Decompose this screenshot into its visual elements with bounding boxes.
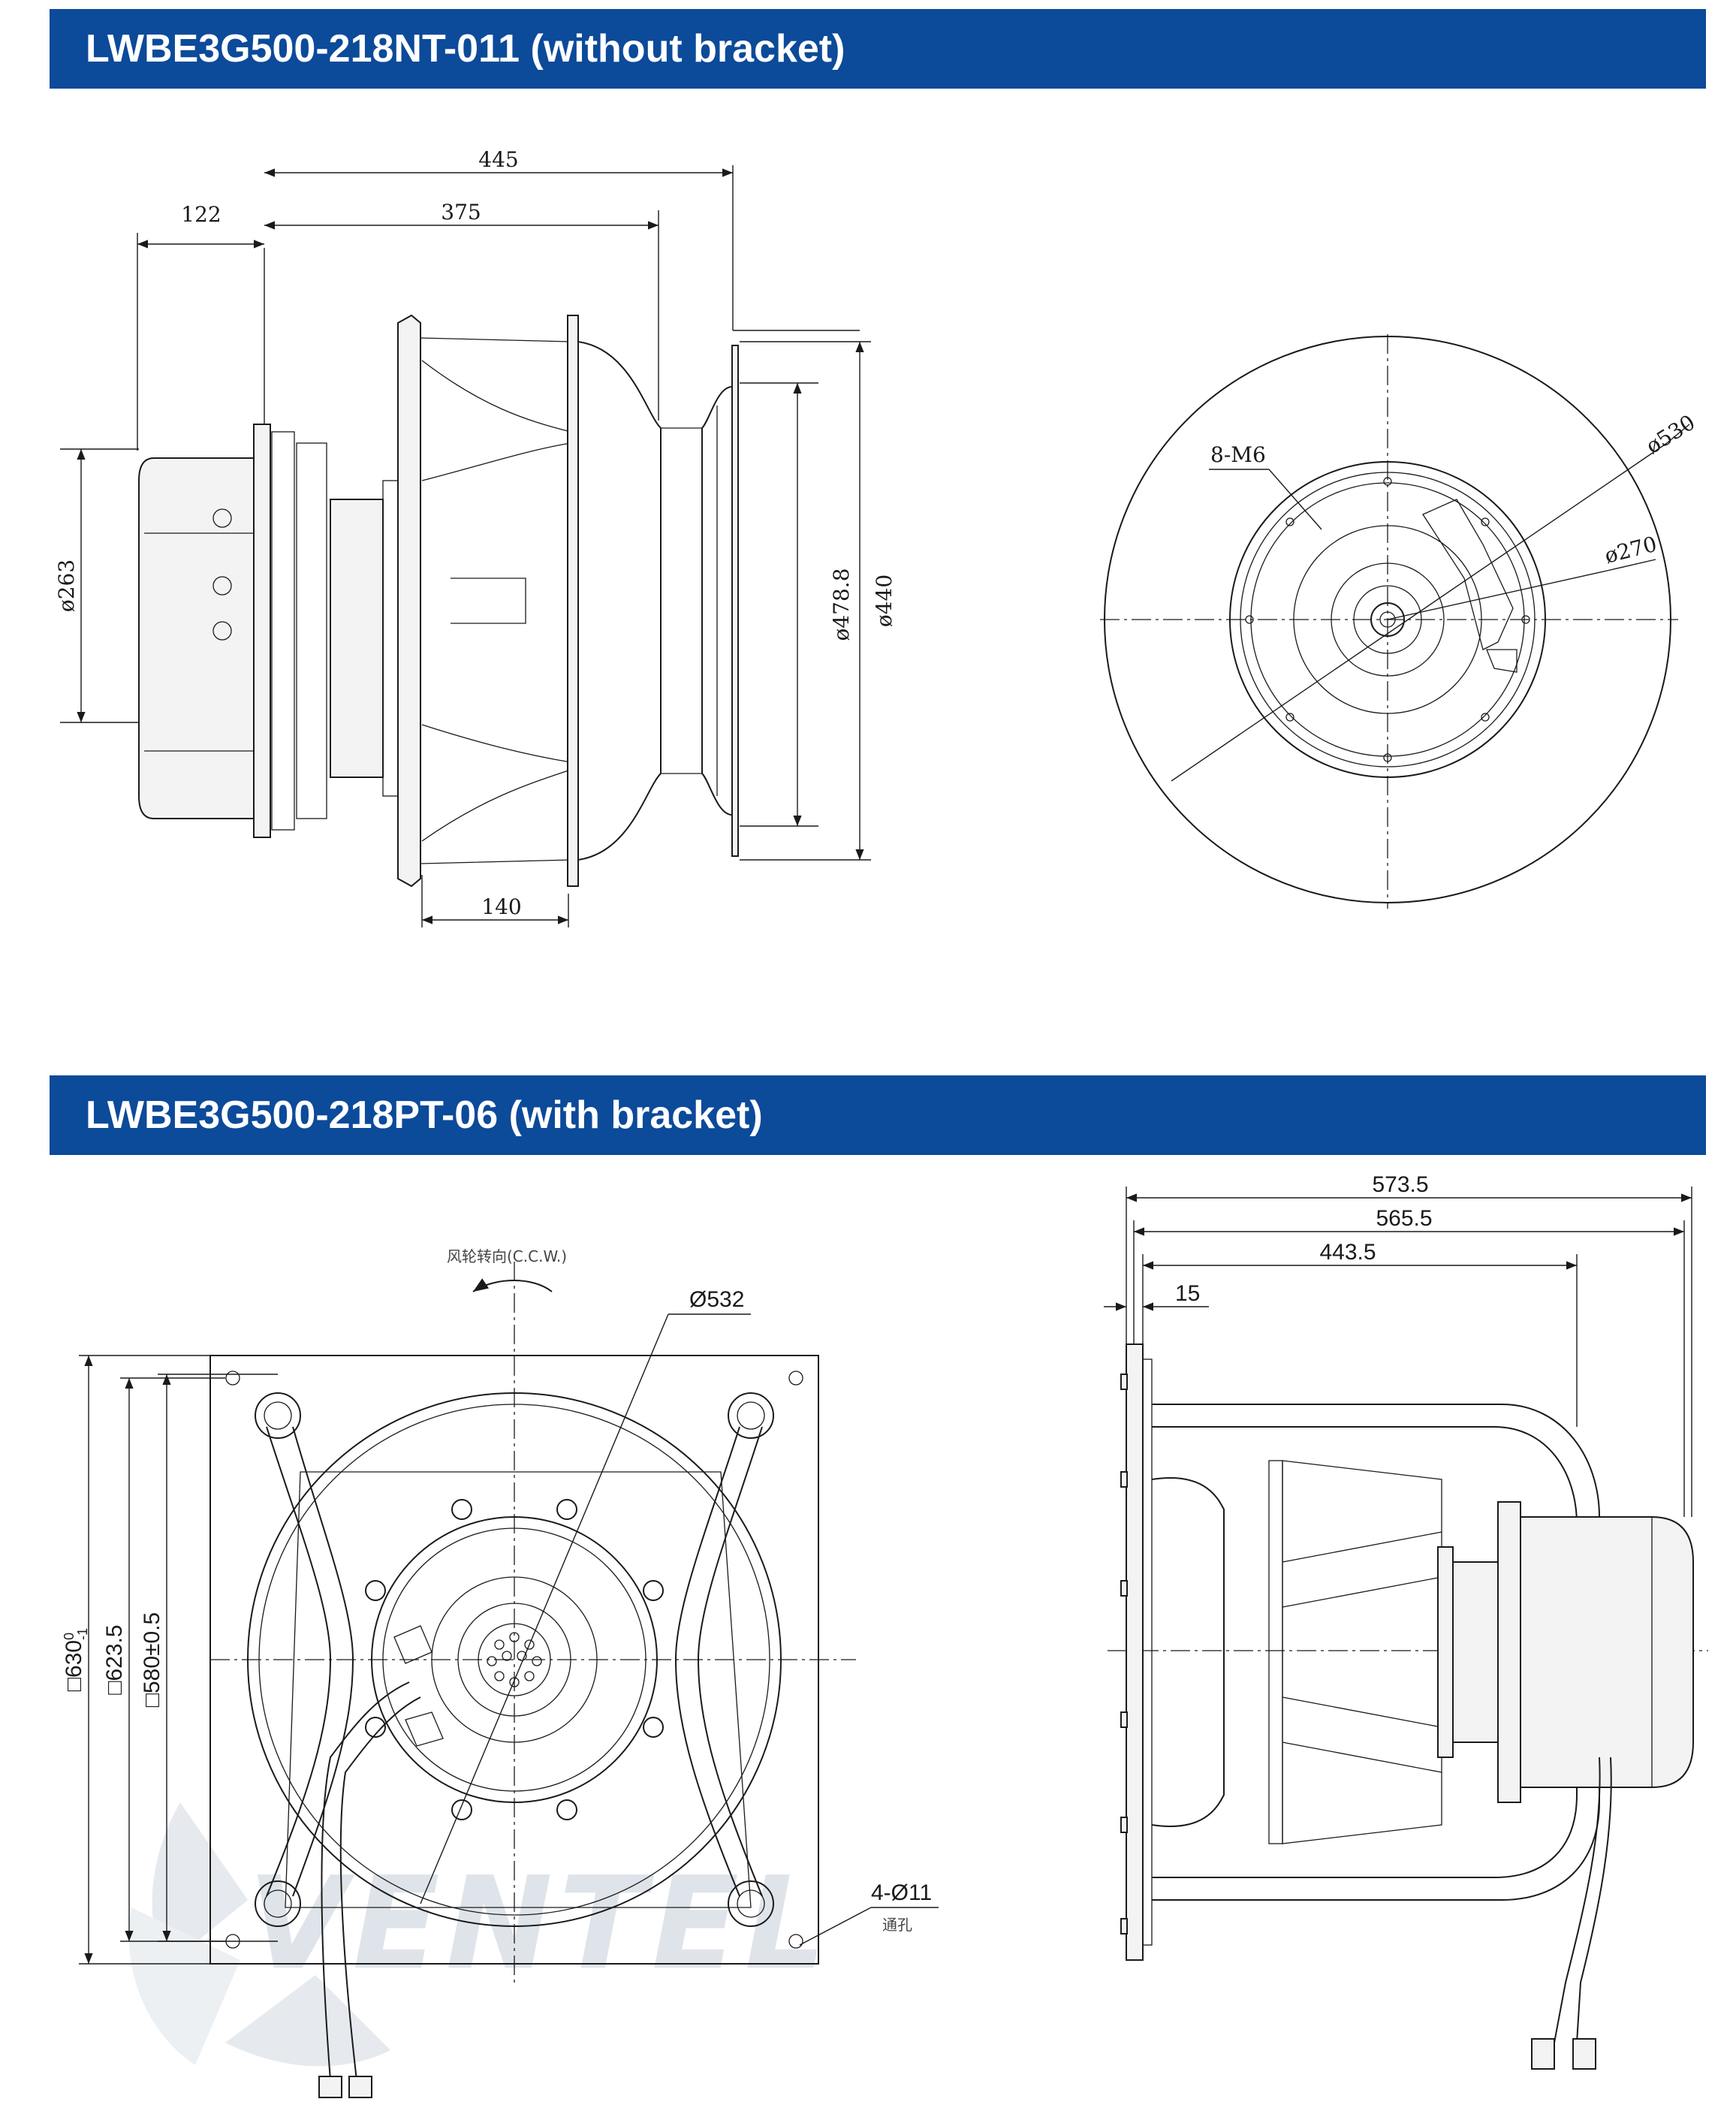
dim-dia-440: ø440 — [872, 574, 897, 627]
label-8-m6: 8-M6 — [1210, 442, 1266, 467]
dim-445: 445 — [478, 147, 518, 172]
dim-140: 140 — [481, 894, 521, 919]
motor-bolt — [212, 621, 232, 641]
mounting-plate — [1126, 1343, 1144, 1961]
section-1-drawing: 445 375 122 ø263 ø478.8 ø440 140 — [54, 147, 1699, 927]
left-strut — [266, 1426, 332, 1897]
label-dia-270: ø270 — [1602, 532, 1659, 568]
section-2-drawing: VENTEL — [62, 1172, 1708, 2098]
dim-565-5: 565.5 — [1376, 1206, 1432, 1231]
dim-573-5: 573.5 — [1372, 1172, 1428, 1197]
side-view-without-bracket: 445 375 122 ø263 ø478.8 ø440 140 — [54, 147, 897, 927]
motor-bolt-holes — [365, 1499, 664, 1820]
section-1-title: LWBE3G500-218NT-011 (without bracket) — [86, 27, 845, 71]
label-4-dia-11: 4-Ø11 — [871, 1880, 932, 1905]
dim-630: □6300-1 — [62, 1628, 90, 1691]
dim-580: □580±0.5 — [140, 1612, 164, 1707]
impeller-outline — [1104, 336, 1671, 903]
hub-vents — [487, 1632, 542, 1687]
ventel-watermark: VENTEL — [128, 1802, 832, 2067]
section-2-title: LWBE3G500-218PT-06 (with bracket) — [86, 1093, 763, 1137]
hub — [330, 499, 384, 778]
label-dia-530: ø530 — [1641, 410, 1699, 459]
watermark-text: VENTEL — [248, 1850, 832, 1998]
side-view-with-bracket: 573.5 565.5 443.5 15 — [1104, 1172, 1708, 2070]
impeller-outline — [247, 1392, 782, 1927]
dim-122: 122 — [181, 202, 221, 227]
terminal-box — [1422, 499, 1514, 650]
motor-housing — [1520, 1516, 1694, 1788]
dim-15: 15 — [1175, 1281, 1200, 1306]
motor-flange — [1497, 1501, 1521, 1803]
label-dia-532: Ø532 — [689, 1287, 744, 1312]
dim-dia-263: ø263 — [54, 559, 79, 612]
dim-443-5: 443.5 — [1319, 1240, 1376, 1265]
inlet-ring — [731, 345, 739, 857]
label-through-hole: 通孔 — [882, 1916, 912, 1934]
right-strut — [674, 1426, 740, 1897]
corner-mounts — [255, 1392, 774, 1927]
plate-bolts — [1120, 1374, 1128, 1935]
motor-bolt — [212, 576, 232, 596]
front-view-without-bracket: ø530 ø270 8-M6 — [1100, 334, 1699, 909]
section-1-banner: LWBE3G500-218NT-011 (without bracket) — [50, 9, 1706, 89]
dim-623-5: □623.5 — [102, 1624, 127, 1694]
rotation-label: 风轮转向(C.C.W.) — [447, 1247, 567, 1265]
section-2-banner: LWBE3G500-218PT-06 (with bracket) — [50, 1075, 1706, 1155]
dim-375: 375 — [441, 200, 481, 225]
inlet-bell — [577, 341, 662, 861]
motor-ring — [371, 1516, 658, 1803]
motor-bolt — [212, 508, 232, 528]
back-plate — [397, 314, 421, 888]
dim-dia-478-8: ø478.8 — [829, 568, 854, 641]
front-view-with-bracket: 风轮转向(C.C.W.) Ø532 4-Ø11 通孔 □6300-1 □623.… — [62, 1247, 939, 2098]
shroud — [567, 315, 579, 887]
mounting-holes — [1245, 477, 1530, 762]
motor-housing — [138, 457, 255, 819]
motor-flange — [253, 424, 271, 838]
